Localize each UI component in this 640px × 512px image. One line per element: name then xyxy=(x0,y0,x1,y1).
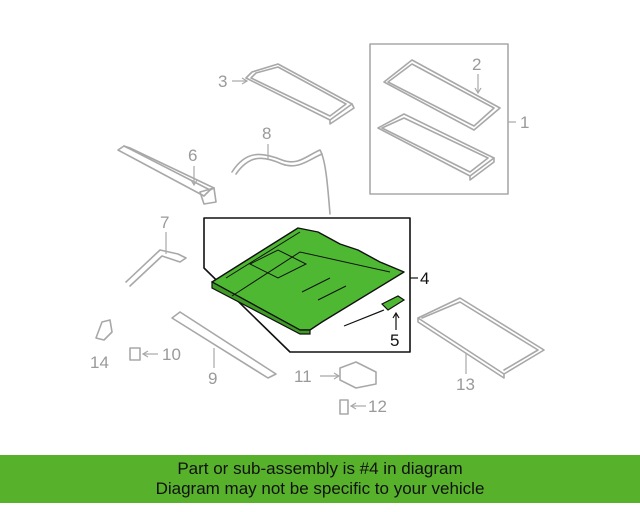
parts-diagram: 3 1 2 6 8 7 4 xyxy=(90,43,545,416)
callout-8: 8 xyxy=(262,124,271,143)
part-14-bracket xyxy=(95,319,113,341)
callout-3: 3 xyxy=(218,72,227,91)
part-3-seal xyxy=(245,63,355,125)
callout-12: 12 xyxy=(368,397,387,416)
callout-1: 1 xyxy=(520,113,529,132)
callout-6: 6 xyxy=(188,146,197,165)
arrow-2 xyxy=(474,87,482,95)
info-banner: Part or sub-assembly is #4 in diagram Di… xyxy=(0,455,640,503)
part-10-clip xyxy=(129,347,141,361)
callout-7: 7 xyxy=(160,213,169,232)
callout-2: 2 xyxy=(472,55,481,74)
part-6-rail xyxy=(117,145,217,205)
part-4-shade xyxy=(211,227,405,331)
part-1-group xyxy=(369,43,509,195)
arrow-11 xyxy=(333,372,341,380)
arrow-6 xyxy=(190,179,198,187)
arrow-5 xyxy=(392,311,400,319)
callout-4: 4 xyxy=(420,269,429,288)
callout-14: 14 xyxy=(90,353,109,372)
part-8-hose xyxy=(231,149,331,215)
part-11-motor xyxy=(339,361,377,389)
part-7-bracket xyxy=(125,249,187,287)
part-4-group xyxy=(203,217,411,353)
callout-13: 13 xyxy=(456,375,475,394)
banner-line-1: Part or sub-assembly is #4 in diagram xyxy=(177,459,463,478)
arrow-10 xyxy=(141,350,149,358)
part-12-screw xyxy=(339,399,349,415)
part-5-clip xyxy=(343,295,406,327)
callout-5: 5 xyxy=(390,331,399,350)
banner-line-2: Diagram may not be specific to your vehi… xyxy=(155,479,485,498)
callout-9: 9 xyxy=(208,369,217,388)
arrow-3 xyxy=(241,77,249,85)
callout-11: 11 xyxy=(294,367,312,386)
arrow-12 xyxy=(349,402,357,410)
part-9-strip xyxy=(171,311,277,379)
part-13-sunshade xyxy=(417,297,545,379)
callout-10: 10 xyxy=(162,345,181,364)
